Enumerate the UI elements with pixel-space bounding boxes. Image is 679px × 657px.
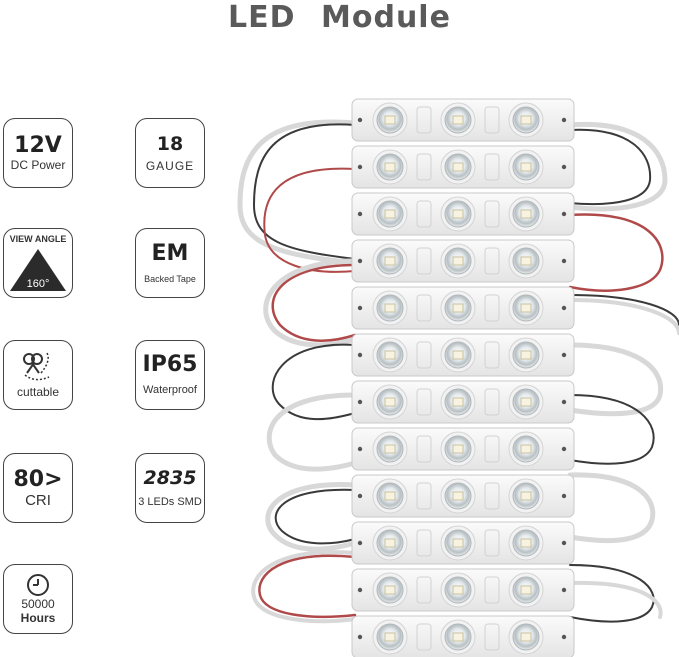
clock-icon <box>27 574 49 596</box>
cuttable-badge: cuttable <box>3 340 73 410</box>
led-module <box>351 474 575 518</box>
ip65-badge: IP65 Waterproof <box>135 340 205 410</box>
hours-badge: 50000 Hours <box>3 564 73 634</box>
em-label: Backed Tape <box>144 273 196 284</box>
em-badge: EM Backed Tape <box>135 228 205 298</box>
led-module-strip-image <box>237 98 679 657</box>
ip65-label: Waterproof <box>142 384 197 396</box>
led-module <box>351 521 575 565</box>
led-module <box>351 192 575 236</box>
cuttable-label: cuttable <box>16 385 60 399</box>
led-module <box>351 98 575 142</box>
triangle-view-angle-icon: 160° <box>10 248 66 291</box>
gauge-label: GAUGE <box>145 159 195 173</box>
view-angle-label: VIEW ANGLE <box>9 233 67 244</box>
page-title: LED Module <box>228 0 451 35</box>
smd-label: 3 LEDs SMD <box>138 496 202 508</box>
led-module <box>351 145 575 189</box>
led-module <box>351 427 575 471</box>
scissors-icon <box>23 352 50 381</box>
hours-value: 50000 <box>21 597 55 611</box>
cri-value: 80> <box>13 466 63 492</box>
led-module <box>351 239 575 283</box>
view-angle-badge: VIEW ANGLE 160° <box>3 228 73 298</box>
em-value: EM <box>151 240 189 266</box>
led-module <box>351 380 575 424</box>
smd-value: 2835 <box>143 467 197 489</box>
led-module <box>351 568 575 612</box>
gauge-badge: 18 GAUGE <box>135 118 205 188</box>
view-angle-value: 160° <box>27 278 50 290</box>
led-module <box>351 333 575 377</box>
led-module <box>351 286 575 330</box>
voltage-badge: 12V DC Power <box>3 118 73 188</box>
smd-badge: 2835 3 LEDs SMD <box>135 453 205 523</box>
hours-label: Hours <box>20 611 56 625</box>
ip65-value: IP65 <box>142 352 198 377</box>
led-module <box>351 615 575 657</box>
cri-label: CRI <box>25 491 51 509</box>
voltage-value: 12V <box>14 133 62 158</box>
gauge-value: 18 <box>156 133 184 155</box>
voltage-label: DC Power <box>10 158 66 172</box>
cri-badge: 80> CRI <box>3 453 73 523</box>
